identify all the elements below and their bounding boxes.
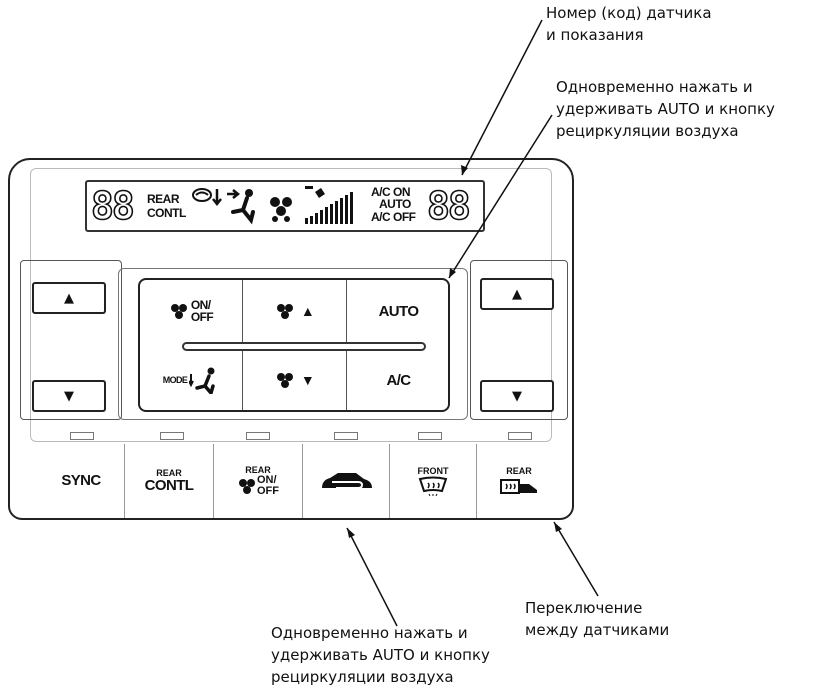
front-defrost-button[interactable]: FRONT xyxy=(390,444,477,518)
fan-off-label: OFF xyxy=(190,310,214,324)
ac-button[interactable]: A/C xyxy=(386,371,411,389)
display-rear-label: REAR xyxy=(147,192,180,206)
leader-line-press-hold-bottom xyxy=(346,527,398,627)
recirculation-icon xyxy=(192,188,222,207)
display-ac-on: A/C ON xyxy=(371,185,411,199)
indicator-led xyxy=(70,432,94,440)
sync-label: SYNC xyxy=(61,472,101,489)
mode-button[interactable]: MODE xyxy=(140,350,242,410)
rear-contl-top-label: REAR xyxy=(156,468,182,478)
rear-fan-top-label: REAR xyxy=(245,465,271,475)
fan-down-arrow: ▼ xyxy=(300,372,315,388)
center-grid-frame xyxy=(118,268,468,420)
indicator-led xyxy=(508,432,532,440)
indicator-led xyxy=(160,432,184,440)
indicator-leds xyxy=(38,432,558,440)
rear-contl-button[interactable]: REAR CONTL xyxy=(125,444,214,518)
leader-line-sensor-code xyxy=(461,19,543,176)
fan-speed-down-button[interactable]: ▼ xyxy=(243,350,346,410)
climate-control-panel: 88 REAR CONTL A/C ON AUTO A/C OFF xyxy=(8,158,574,520)
left-digits: 88 xyxy=(90,184,135,228)
mode-label: MODE xyxy=(162,375,188,385)
front-defrost-label: FRONT xyxy=(417,466,449,476)
rear-defrost-button[interactable]: REAR xyxy=(477,444,561,518)
center-button-grid: ON/ OFF ▲ AUTO MODE ▼ A/C xyxy=(138,278,450,412)
fan-speed-bars xyxy=(305,186,353,224)
mode-icon xyxy=(189,367,216,394)
arrowhead-switch-sensors xyxy=(554,522,562,532)
left-side-box xyxy=(20,260,122,420)
rear-fan-on-label: ON/ xyxy=(257,474,277,486)
fan-on-off-button[interactable]: ON/ OFF xyxy=(140,280,242,342)
rear-defrost-label: REAR xyxy=(506,466,532,476)
rear-contl-bottom-label: CONTL xyxy=(144,477,194,494)
grid-center-slot xyxy=(182,342,426,351)
fan-speed-up-button[interactable]: ▲ xyxy=(243,280,346,342)
fan-on-label: ON/ xyxy=(190,298,211,312)
display-auto: AUTO xyxy=(379,197,411,211)
annotation-press-hold-bottom: Одновременно нажать и удерживать AUTO и … xyxy=(271,624,490,686)
front-defrost-icon xyxy=(418,476,448,496)
leader-line-switch-sensors xyxy=(553,521,599,597)
right-temp-down-button[interactable]: ▼ xyxy=(480,380,554,412)
mode-icon xyxy=(227,189,255,225)
right-digits: 88 xyxy=(426,184,471,228)
recirculation-button[interactable] xyxy=(303,444,390,518)
fan-icon xyxy=(170,304,187,319)
fan-icon xyxy=(276,304,293,319)
auto-button[interactable]: AUTO xyxy=(378,302,419,320)
lcd-display: 88 REAR CONTL A/C ON AUTO A/C OFF xyxy=(85,180,485,232)
display-contl-label: CONTL xyxy=(147,206,186,220)
fan-up-arrow: ▲ xyxy=(300,303,315,319)
sync-button[interactable]: SYNC xyxy=(38,444,125,518)
rear-fan-on-off-button[interactable]: REAR ON/ OFF xyxy=(214,444,303,518)
left-temp-up-button[interactable]: ▲ xyxy=(32,282,106,314)
left-temp-down-button[interactable]: ▼ xyxy=(32,380,106,412)
rear-defrost-icon xyxy=(500,479,537,494)
bottom-button-row: SYNC REAR CONTL REAR ON/ OFF FRONT xyxy=(38,444,562,520)
arrowhead-press-hold-bottom xyxy=(347,528,355,538)
fan-icon xyxy=(239,479,255,494)
annotation-switch-sensors: Переключение между датчиками xyxy=(525,599,670,639)
right-temp-up-button[interactable]: ▲ xyxy=(480,278,554,310)
fan-icon xyxy=(276,373,293,388)
indicator-led xyxy=(418,432,442,440)
indicator-led xyxy=(334,432,358,440)
annotation-press-hold-top: Одновременно нажать и удерживать AUTO и … xyxy=(556,78,775,140)
indicator-led xyxy=(246,432,270,440)
display-ac-off: A/C OFF xyxy=(371,210,416,224)
fan-icon xyxy=(270,197,292,222)
rear-fan-off-label: OFF xyxy=(257,485,279,497)
annotation-sensor-code: Номер (код) датчика и показания xyxy=(546,4,712,44)
recirculation-icon xyxy=(322,473,372,489)
